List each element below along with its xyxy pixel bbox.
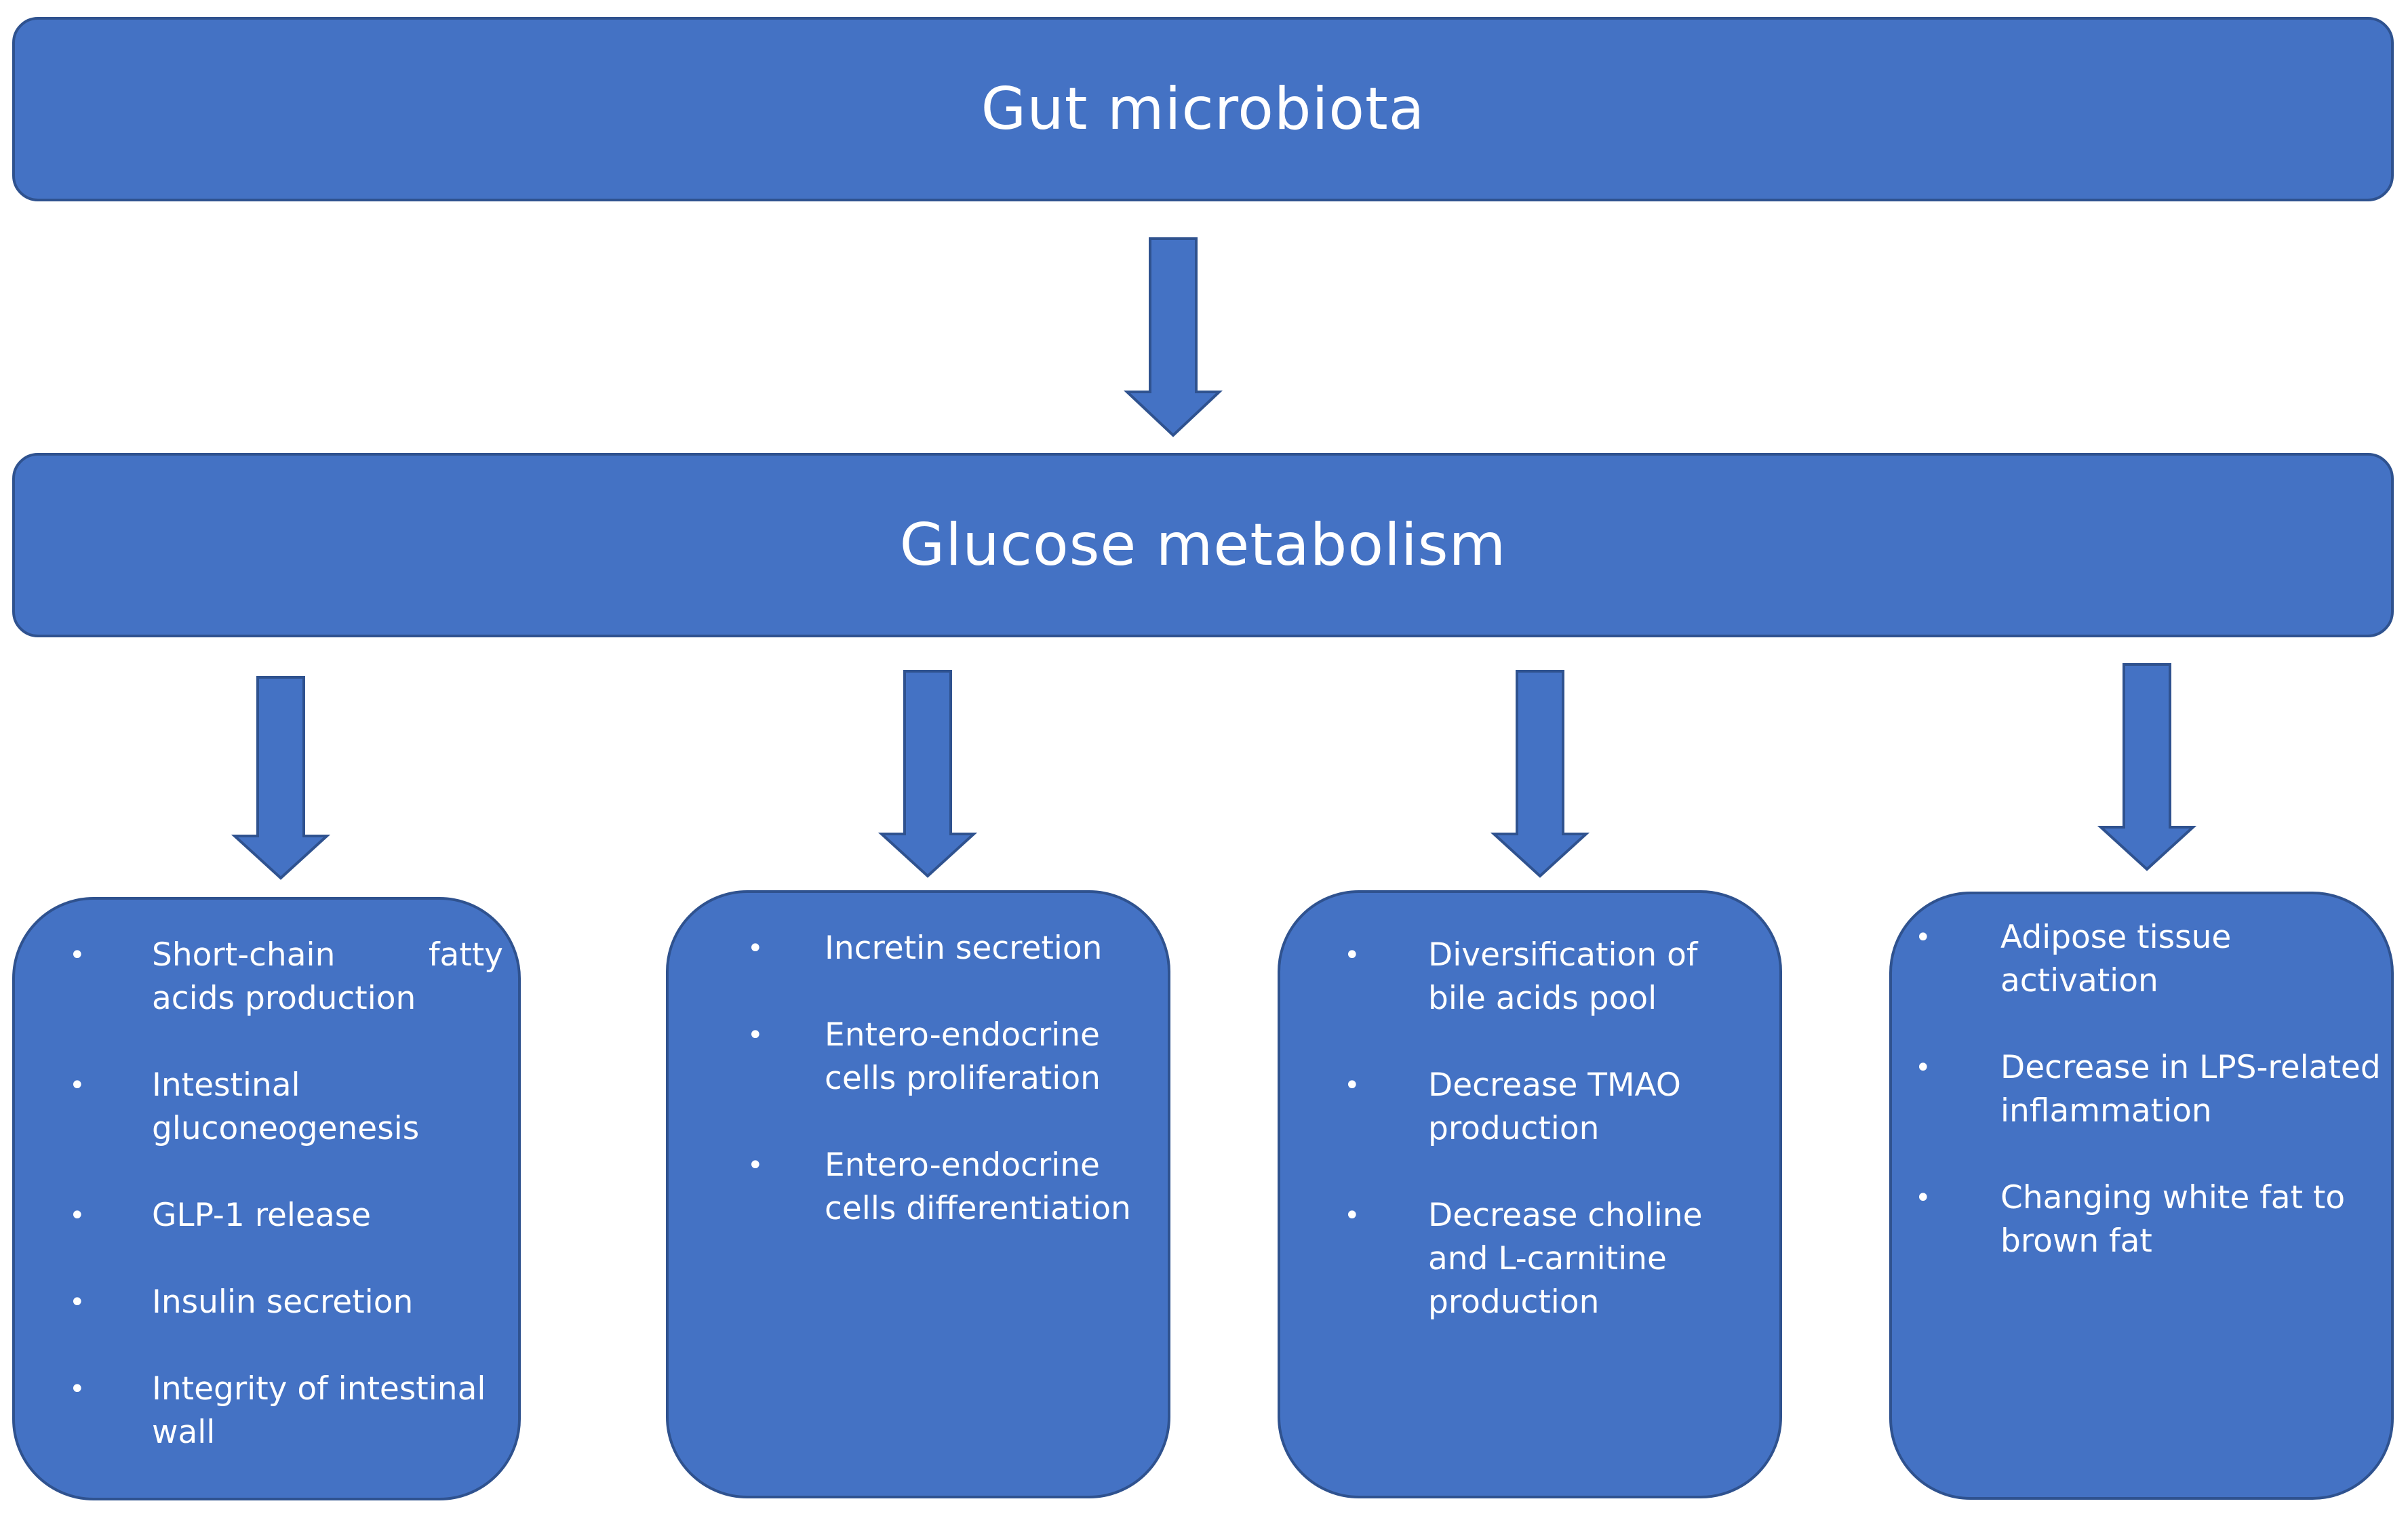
bullet-icon: •: [747, 1150, 764, 1181]
arrow-down-icon: [1123, 237, 1223, 437]
bullet-icon: •: [69, 940, 85, 971]
list-item: •Entero-endocrine cells proliferation: [747, 1014, 1154, 1100]
bullet-icon: •: [1344, 1070, 1360, 1101]
list-item: •Decrease TMAO production: [1344, 1064, 1764, 1151]
bullet-icon: •: [1344, 1200, 1360, 1231]
list-item: •Changing white fat to brown fat: [1915, 1176, 2383, 1263]
list-item: •Insulin secretion: [69, 1281, 503, 1324]
list-item: •Decrease in LPS-related inflammation: [1915, 1046, 2383, 1133]
arrow-down-icon: [231, 676, 331, 880]
arrow-down-icon: [1490, 670, 1590, 878]
bullet-icon: •: [747, 1020, 764, 1051]
node-glucose-metabolism: Glucose metabolism: [12, 453, 2394, 637]
list-item: •GLP-1 release: [69, 1194, 503, 1237]
bullet-icon: •: [1915, 1182, 1931, 1214]
branch-card-3: •Diversification of bile acids pool •Dec…: [1278, 890, 1782, 1498]
branch-card-1: •Short-chain fatty acids production •Int…: [12, 897, 521, 1500]
arrow-down-icon: [877, 670, 978, 878]
bullet-icon: •: [69, 1070, 85, 1101]
bullet-icon: •: [69, 1200, 85, 1231]
list-item: •Adipose tissue activation: [1915, 916, 2383, 1003]
bullet-icon: •: [1915, 1052, 1931, 1083]
node-glucose-metabolism-label: Glucose metabolism: [899, 511, 1507, 579]
branch-list: •Diversification of bile acids pool •Dec…: [1344, 934, 1764, 1324]
list-item: •Short-chain fatty acids production: [69, 934, 503, 1020]
list-item: •Incretin secretion: [747, 927, 1154, 970]
list-item: •Integrity of intestinal wall: [69, 1368, 503, 1454]
bullet-icon: •: [69, 1374, 85, 1405]
arrow-down-icon: [2097, 663, 2197, 871]
list-item: •Entero-endocrine cells differentiation: [747, 1144, 1154, 1231]
bullet-icon: •: [1915, 922, 1931, 953]
branch-card-4: •Adipose tissue activation •Decrease in …: [1889, 892, 2394, 1500]
list-item: •Intestinal gluconeogenesis: [69, 1064, 503, 1151]
bullet-icon: •: [747, 933, 764, 964]
branch-list: •Short-chain fatty acids production •Int…: [69, 934, 503, 1454]
branch-list: •Incretin secretion •Entero-endocrine ce…: [747, 927, 1154, 1231]
node-gut-microbiota-label: Gut microbiota: [981, 75, 1425, 143]
bullet-icon: •: [69, 1287, 85, 1318]
list-item: •Decrease choline and L-carnitine produc…: [1344, 1194, 1764, 1324]
branch-card-2: •Incretin secretion •Entero-endocrine ce…: [666, 890, 1170, 1498]
branch-list: •Adipose tissue activation •Decrease in …: [1915, 916, 2383, 1263]
bullet-icon: •: [1344, 940, 1360, 971]
node-gut-microbiota: Gut microbiota: [12, 17, 2394, 201]
list-item: •Diversification of bile acids pool: [1344, 934, 1764, 1020]
